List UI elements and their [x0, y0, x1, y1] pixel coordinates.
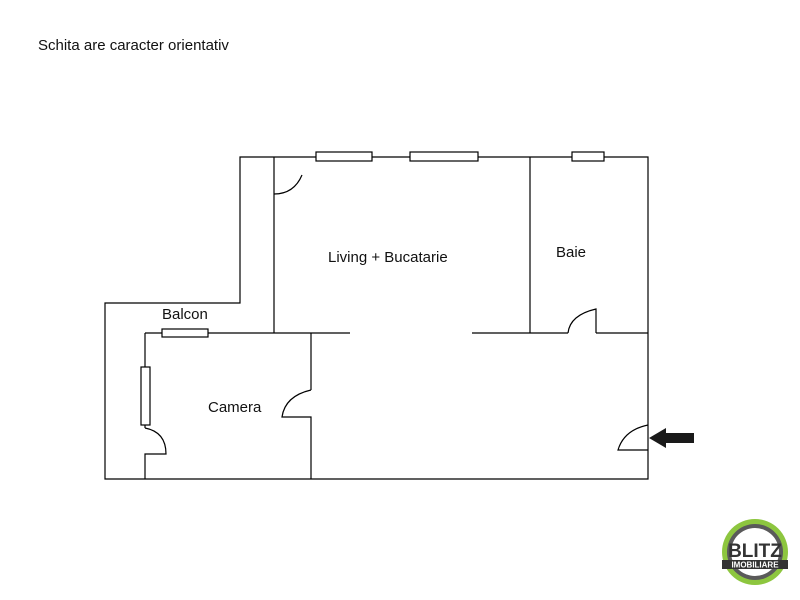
outer-wall	[104, 156, 649, 480]
window-living-1	[315, 151, 373, 162]
door-swing-hall	[273, 174, 303, 195]
arrow-left-icon	[649, 428, 694, 448]
window-camera	[140, 366, 151, 426]
room-label-living: Living + Bucatarie	[328, 249, 448, 266]
disclaimer-note: Schita are caracter orientativ	[38, 37, 229, 54]
windows	[140, 151, 605, 426]
window-living-2	[409, 151, 479, 162]
room-label-balcon: Balcon	[162, 306, 208, 323]
window-baie	[571, 151, 605, 162]
door-swing-balcony	[144, 427, 167, 479]
door-swing-baie	[567, 308, 597, 334]
logo-name: BLITZ	[728, 541, 782, 562]
door-swing-camera	[281, 389, 312, 479]
logo-subtitle: IMOBILIARE	[731, 561, 779, 570]
blitz-logo: BLITZ IMOBILIARE	[722, 519, 788, 585]
room-label-camera: Camera	[208, 399, 262, 416]
room-label-baie: Baie	[556, 244, 587, 261]
window-balcon	[161, 328, 209, 338]
door-swing-entrance	[617, 424, 649, 451]
